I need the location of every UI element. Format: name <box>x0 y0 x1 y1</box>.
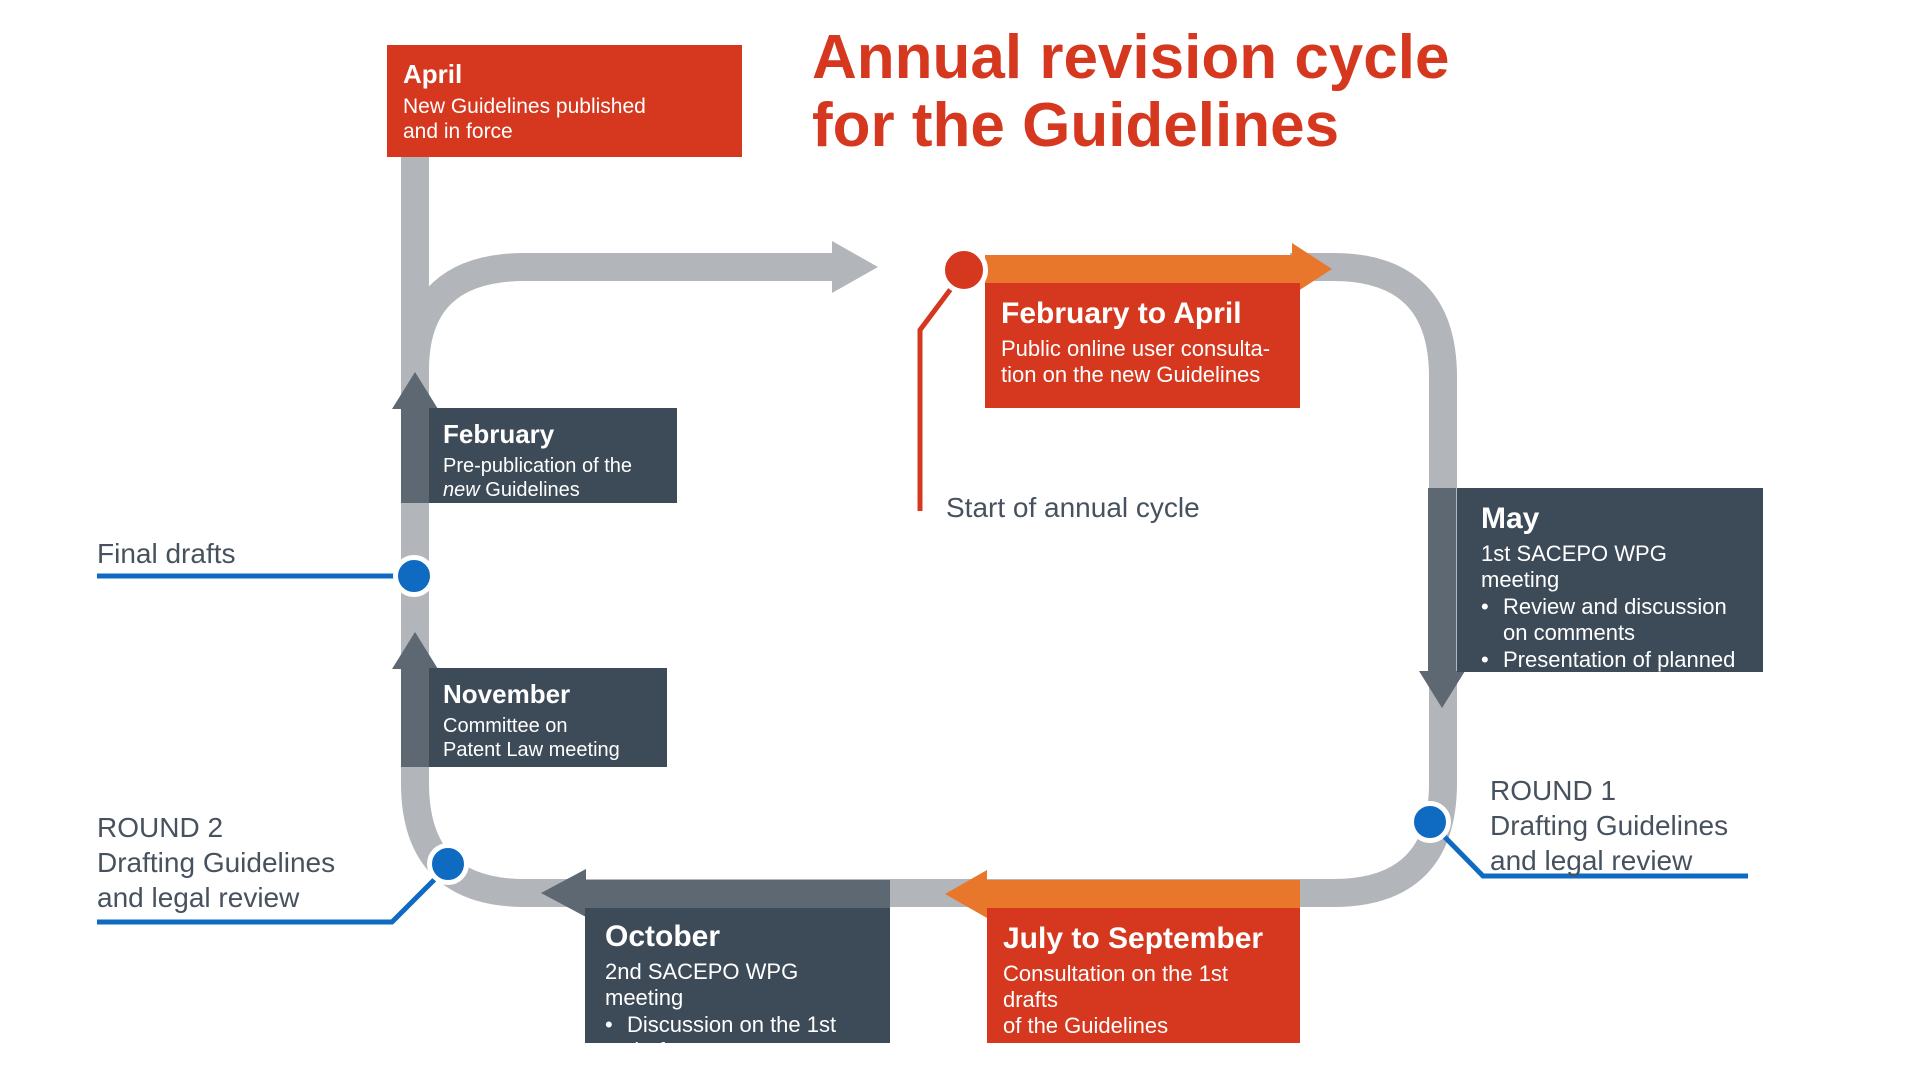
jul-sep-box-month: July to September <box>1003 922 1264 955</box>
february-box-line1: Pre-publication of the <box>443 455 633 477</box>
november-arrow-shaft <box>401 668 429 767</box>
may-box-subtitle: 1st SACEPO WPG meeting <box>1481 541 1667 593</box>
gray-right-arrow-icon <box>832 241 878 293</box>
bullet-icon: • <box>1481 593 1489 619</box>
round2-blue-dot <box>427 843 469 885</box>
october-box-subtitle: 2nd SACEPO WPG meeting <box>605 959 799 1011</box>
cycle-track-top-branch <box>401 253 833 371</box>
february-box-line2-italic: new <box>443 478 480 501</box>
may-bullet-1: • Review and discussion on comments <box>1481 594 1749 647</box>
april-box-line2: and in force <box>403 119 513 143</box>
round2-line3: and legal review <box>97 882 300 913</box>
october-left-arrow-icon <box>541 869 586 917</box>
october-arrow-shaft <box>585 880 890 908</box>
round1-leader-line <box>1428 820 1748 879</box>
april-box-month: April <box>403 59 463 89</box>
february-arrow-shaft <box>401 408 429 503</box>
round2-label: ROUND 2 Drafting Guidelines and legal re… <box>97 810 335 915</box>
may-arrow-shaft <box>1428 488 1456 672</box>
bullet-icon: • <box>605 1011 613 1037</box>
november-box-line2: Patent Law meeting <box>443 738 620 761</box>
may-box: May 1st SACEPO WPG meeting • Review and … <box>1457 488 1763 698</box>
november-box-month: November <box>443 679 571 709</box>
page-title: Annual revision cycle for the Guidelines <box>812 24 1449 159</box>
november-box-line1: Committee on <box>443 715 568 737</box>
start-marker-red-dot <box>940 246 988 294</box>
jul-sep-left-arrow-icon <box>945 870 987 918</box>
bullet-icon: • <box>1481 646 1489 672</box>
feb-apr-right-arrow-icon <box>1292 243 1332 295</box>
jul-sep-arrow-shaft <box>987 880 1300 908</box>
october-box: October 2nd SACEPO WPG meeting • Discuss… <box>585 908 890 1080</box>
feb-apr-box: February to April Public online user con… <box>985 283 1300 408</box>
round1-line1: ROUND 1 <box>1490 775 1617 806</box>
october-bullet-1-line1: Discussion on the 1st drafts <box>627 1011 837 1064</box>
jul-sep-box-line1: Consultation on the 1st drafts <box>1003 961 1229 1012</box>
may-bullet-2-line1: Presentation of planned <box>1503 646 1736 672</box>
april-box: April New Guidelines published and in fo… <box>387 45 742 157</box>
february-box-line2: new Guidelines <box>443 479 663 503</box>
feb-apr-box-line2: tion on the new Guidelines <box>1001 361 1261 387</box>
round1-label: ROUND 1 Drafting Guidelines and legal re… <box>1490 773 1728 878</box>
october-bullet-1-line2: of the Guidelines <box>627 1064 793 1080</box>
round1-line2: Drafting Guidelines <box>1490 810 1729 841</box>
february-up-arrow-icon <box>392 372 438 409</box>
may-bullet-2-line2: changes <box>1503 672 1587 698</box>
page-title-line2: for the Guidelines <box>812 90 1340 160</box>
february-box-line2-rest: Guidelines <box>479 478 580 501</box>
november-box: November Committee on Patent Law meeting <box>429 668 667 767</box>
feb-apr-box-line1: Public online user consulta- <box>1001 336 1271 361</box>
may-bullet-2: • Presentation of planned changes <box>1481 647 1749 700</box>
final-drafts-blue-dot <box>393 555 435 597</box>
page-title-line1: Annual revision cycle <box>812 23 1450 92</box>
jul-sep-box-line2: of the Guidelines <box>1003 1012 1169 1038</box>
jul-sep-box: July to September Consultation on the 1s… <box>987 908 1300 1043</box>
may-bullet-1-line2: on comments <box>1503 620 1636 646</box>
start-of-cycle-label: Start of annual cycle <box>946 492 1200 523</box>
april-box-line1: New Guidelines published <box>403 95 646 118</box>
round1-blue-dot <box>1409 801 1451 843</box>
start-of-cycle-leader-line <box>917 272 964 511</box>
round2-line2: Drafting Guidelines <box>97 847 336 878</box>
final-drafts-label: Final drafts <box>97 538 236 569</box>
feb-apr-arrow-shaft <box>985 255 1292 283</box>
february-box: February Pre-publication of the new Guid… <box>429 408 677 503</box>
may-box-month: May <box>1481 502 1540 535</box>
round2-line1: ROUND 2 <box>97 812 224 843</box>
october-bullet-1: • Discussion on the 1st drafts of the Gu… <box>605 1012 878 1080</box>
round1-line3: and legal review <box>1490 845 1693 876</box>
november-up-arrow-icon <box>392 632 438 669</box>
february-box-month: February <box>443 419 555 449</box>
round2-leader-line <box>97 866 448 925</box>
feb-apr-box-month: February to April <box>1001 297 1242 330</box>
may-bullet-1-line1: Review and discussion <box>1503 593 1727 619</box>
october-box-month: October <box>605 920 721 953</box>
may-down-arrow-icon <box>1419 671 1465 708</box>
